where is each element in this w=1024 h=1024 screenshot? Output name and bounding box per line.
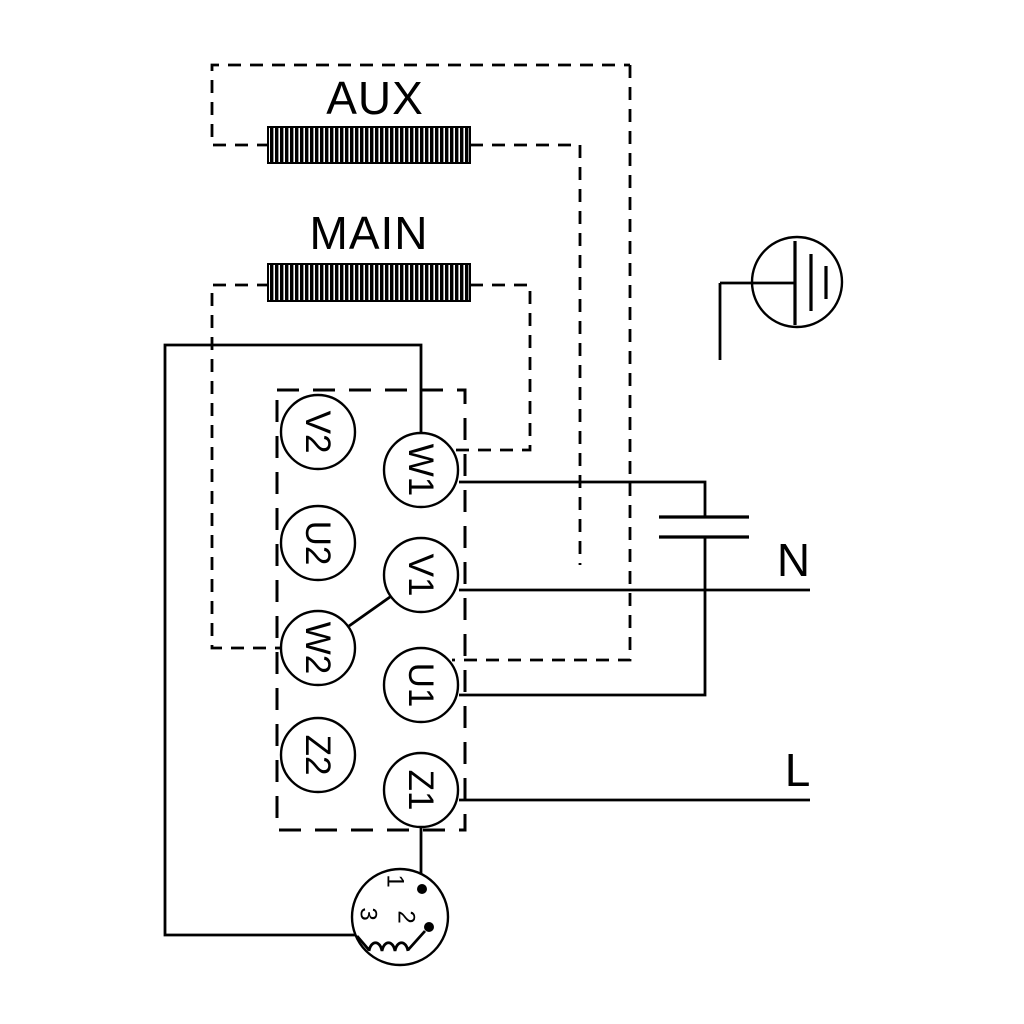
- terminal-u2-label: U2: [298, 521, 337, 566]
- terminal-z1-circle: [382, 751, 460, 829]
- terminal-z2-label: Z2: [298, 735, 337, 776]
- thermal-protector-icon: 1 2 3: [350, 867, 450, 967]
- terminal-w2-circle: [279, 609, 357, 687]
- terminal-u1-circle: [382, 646, 460, 724]
- aux-to-v1-dashed-wire: [470, 143, 582, 565]
- terminal-w1-circle: [382, 431, 460, 509]
- earth-ground-icon: [718, 235, 844, 360]
- protector-pin-1-label: 1: [382, 874, 409, 887]
- terminal-v2-label: V2: [298, 411, 337, 454]
- terminal-v1-circle: [382, 536, 460, 614]
- terminal-z1-label: Z1: [401, 770, 440, 811]
- protector-contact-dot-1: [417, 884, 427, 894]
- main-label: MAIN: [310, 207, 429, 259]
- terminal-box: [275, 388, 467, 832]
- wires: [163, 343, 810, 937]
- protector-contact-dot-2: [424, 922, 434, 932]
- main-winding-group: MAIN: [210, 207, 532, 650]
- protector-pin-3-label: 3: [355, 907, 382, 920]
- protector-heater-coil: [367, 941, 410, 952]
- terminal-v1-label: V1: [401, 554, 440, 597]
- wire-w1-to-protector-loop: [163, 343, 423, 937]
- terminal-u1: U1: [382, 646, 460, 724]
- capacitor-icon: [659, 515, 749, 539]
- neutral-label: N: [777, 534, 811, 586]
- aux-winding-dashed-box: [210, 63, 630, 147]
- aux-label: AUX: [326, 72, 424, 124]
- line-label: L: [785, 744, 812, 796]
- aux-winding-group: AUX: [210, 63, 632, 662]
- protector-lead-in: [355, 935, 371, 951]
- terminal-w2-label: W2: [298, 622, 337, 675]
- terminal-v1: V1: [382, 536, 460, 614]
- terminal-z2: Z2: [279, 716, 357, 794]
- main-to-w1-dashed-wire: [454, 283, 532, 452]
- terminal-u2: U2: [279, 504, 357, 582]
- wire-capacitor-to-u1: [459, 537, 707, 697]
- protector-pin-2-label: 2: [393, 910, 420, 923]
- aux-to-u1-dashed-wire: [452, 65, 632, 662]
- terminal-w1-label: W1: [401, 444, 440, 497]
- protector-coil-to-contact: [406, 930, 427, 951]
- terminal-v2: V2: [279, 393, 357, 471]
- terminal-u1-label: U1: [401, 663, 440, 708]
- aux-coil-icon: [267, 126, 471, 164]
- terminal-v2-circle: [279, 393, 357, 471]
- main-to-w2-dashed-wire: [210, 283, 281, 650]
- terminal-z1: Z1: [382, 751, 460, 829]
- terminal-u2-circle: [279, 504, 357, 582]
- wire-w2-to-v1: [348, 595, 391, 628]
- terminal-w1: W1: [382, 431, 460, 509]
- terminal-z2-circle: [279, 716, 357, 794]
- wire-w1-to-capacitor: [459, 480, 707, 517]
- terminal-w2: W2: [279, 609, 357, 687]
- main-coil-icon: [267, 263, 471, 302]
